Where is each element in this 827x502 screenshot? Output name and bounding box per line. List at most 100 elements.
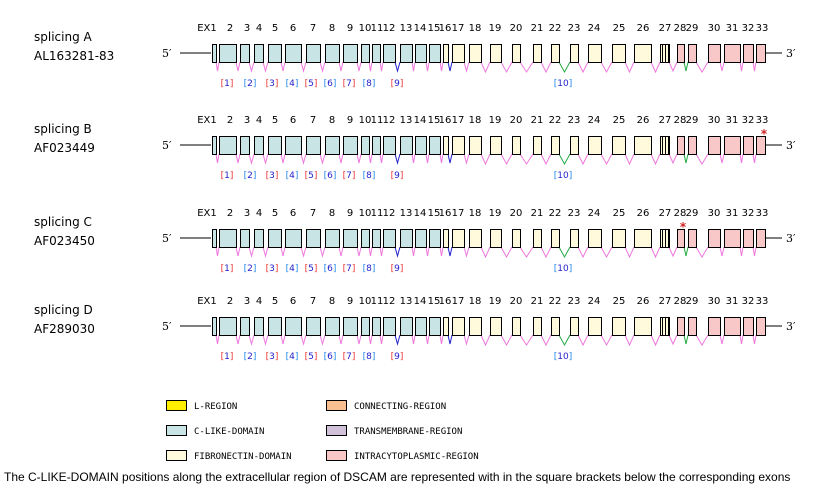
splice-connector [425, 153, 430, 164]
c-like-domain-label: [6] [324, 352, 337, 362]
splice-connector [739, 61, 744, 72]
splice-connector [338, 334, 344, 345]
exon-number: 5 [272, 23, 278, 34]
splice-connector [719, 61, 725, 72]
c-like-domain-label: [9] [391, 352, 404, 362]
five-prime-label: 5′ [162, 232, 172, 245]
exon-box [570, 317, 579, 336]
splice-connector [368, 153, 373, 164]
exon-number: 23 [568, 296, 581, 307]
exon-number: 28 [674, 23, 687, 34]
exon-number: 33 [756, 208, 769, 219]
exon-box [383, 229, 396, 248]
exon-number: 19 [489, 115, 502, 126]
exon-number: 26 [637, 208, 650, 219]
exon-number: 24 [588, 115, 601, 126]
stop-star-marker: * [680, 220, 687, 234]
c-like-domain-label: [10] [554, 352, 572, 362]
splice-connector [600, 61, 613, 74]
row-name: splicing C [34, 215, 92, 229]
exon-box [443, 229, 449, 248]
exon-number: 21 [531, 23, 544, 34]
c-like-domain-label: [5] [305, 352, 318, 362]
exon-box [512, 44, 521, 63]
splice-connector [519, 246, 534, 258]
exon-box [551, 136, 560, 155]
exon-box [588, 229, 602, 248]
exon-box [677, 44, 685, 63]
exon-number: 19 [489, 208, 502, 219]
exon-box [452, 136, 465, 155]
exon-box [570, 229, 579, 248]
exon-number: 17 [452, 23, 465, 34]
exon-number: EX1 [197, 208, 217, 219]
exon-number: 33 [756, 296, 769, 307]
exon-number: 4 [256, 23, 262, 34]
exon-number: 27 [659, 296, 672, 307]
three-prime-label: 3′ [786, 232, 796, 245]
exon-box [634, 136, 652, 155]
exon-number: 31 [726, 115, 739, 126]
c-like-domain-label: [10] [554, 171, 572, 181]
splice-connector [683, 334, 689, 345]
splice-connector [394, 61, 401, 73]
c-like-domain-label: [1] [221, 171, 234, 181]
exon-number: 30 [708, 296, 721, 307]
exon-number: 20 [510, 115, 523, 126]
legend-label: TRANSMEMBRANE-REGION [354, 427, 462, 437]
exon-box [372, 136, 381, 155]
legend-label: INTRACYTOPLASMIC-REGION [354, 452, 479, 462]
legend-swatch [166, 425, 187, 436]
splice-connector [463, 246, 470, 258]
splice-connector [624, 153, 635, 166]
splice-connector [379, 153, 384, 164]
exon-box [551, 229, 560, 248]
exon-box [383, 136, 396, 155]
five-prime-label: 5′ [162, 47, 172, 60]
exon-number: 7 [310, 115, 316, 126]
exon-number: 11 [371, 115, 384, 126]
exon-number: 3 [244, 23, 250, 34]
exon-number: 9 [347, 115, 353, 126]
splice-connector [411, 334, 416, 345]
splice-connector [695, 61, 709, 73]
exon-box [415, 136, 427, 155]
exon-box [743, 317, 754, 336]
exon-box [325, 136, 340, 155]
exon-number: 7 [310, 23, 316, 34]
splice-connector [447, 153, 453, 164]
splice-connector [650, 61, 661, 74]
exon-box [219, 136, 237, 155]
exon-number: 11 [371, 296, 384, 307]
exon-box [240, 229, 250, 248]
exon-number: 5 [272, 208, 278, 219]
exon-box [688, 317, 697, 336]
exon-number: EX1 [197, 296, 217, 307]
exon-number: 12 [383, 296, 396, 307]
exon-box [254, 136, 264, 155]
exon-number: 8 [329, 23, 335, 34]
exon-number: 11 [371, 208, 384, 219]
splice-connector [338, 61, 344, 72]
exon-number: 33 [756, 23, 769, 34]
splice-connector [280, 153, 286, 164]
legend-item: CONNECTING-REGION [326, 400, 446, 412]
exon-box [343, 44, 358, 63]
exon-number: 2 [227, 115, 233, 126]
legend-swatch [166, 400, 187, 411]
five-prime-label: 5′ [162, 320, 172, 333]
exon-box [756, 317, 766, 336]
exon-number: 13 [400, 208, 413, 219]
splice-connector [262, 334, 269, 346]
exon-box [268, 229, 282, 248]
exon-box [490, 229, 502, 248]
splice-connector [235, 153, 241, 164]
splice-connector [668, 153, 678, 165]
splice-connector [577, 61, 589, 74]
exon-box [677, 317, 685, 336]
splice-connector [600, 153, 613, 166]
exon-box [400, 44, 413, 63]
